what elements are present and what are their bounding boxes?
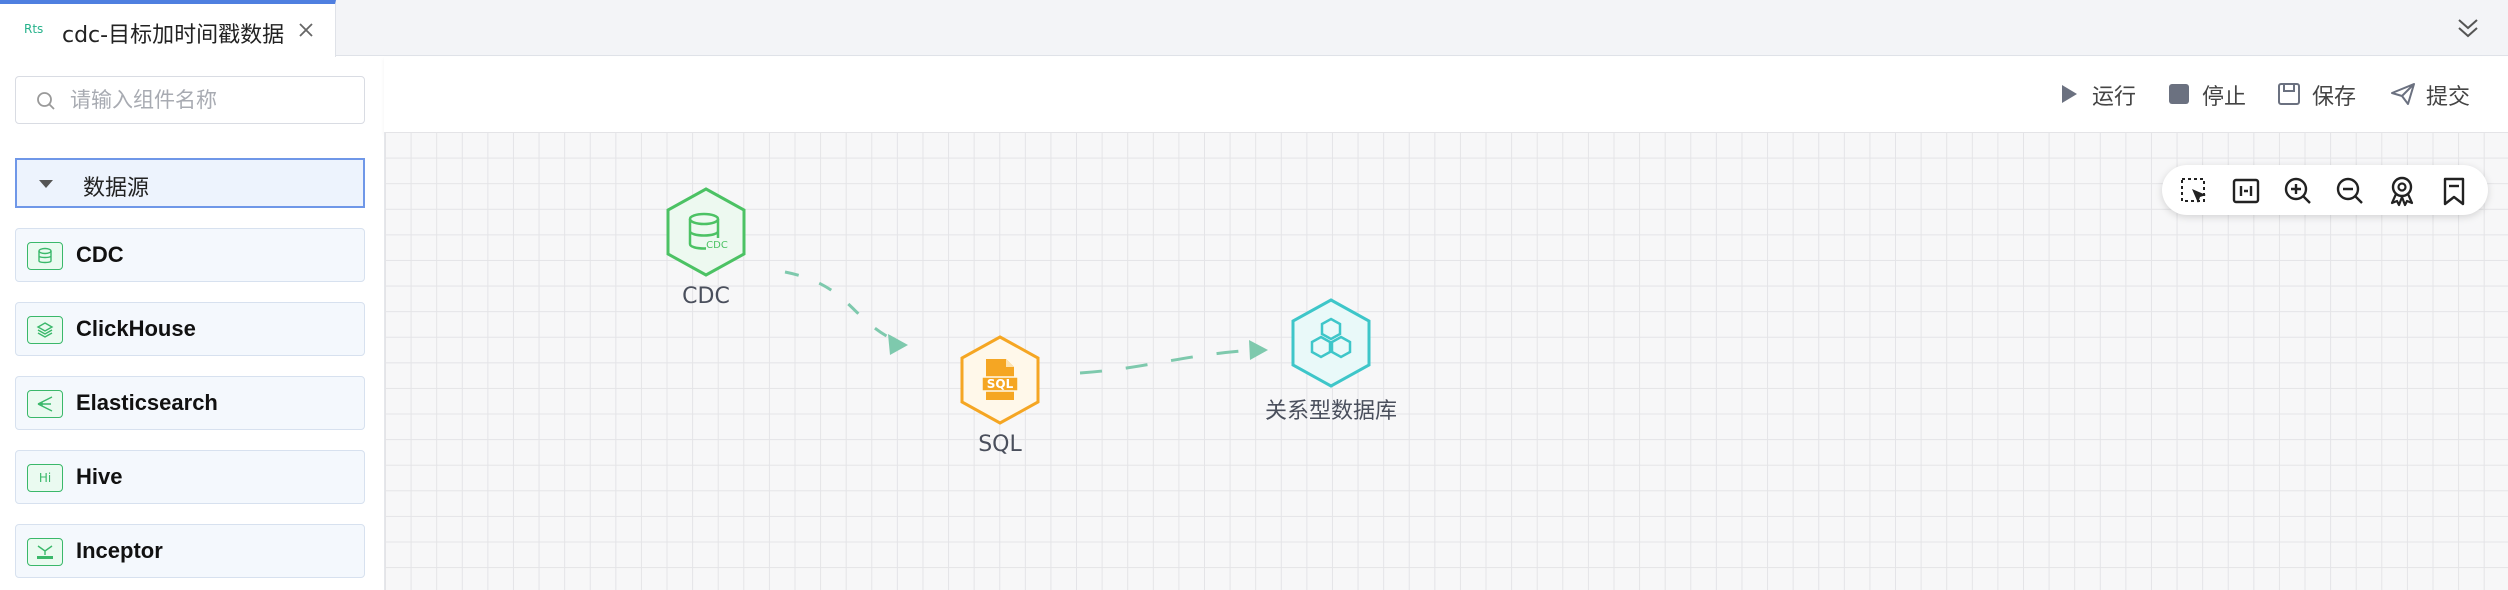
node-label-sql: SQL xyxy=(978,432,1022,457)
tab-title[interactable]: cdc-目标加时间戳数据 xyxy=(62,23,285,48)
save-label: 保存 xyxy=(2312,85,2357,110)
tab-bar: Rts cdc-目标加时间戳数据 xyxy=(0,0,2508,57)
component-label: Elasticsearch xyxy=(76,390,218,415)
stop-icon xyxy=(2169,84,2189,104)
component-item-cdc[interactable]: CDC xyxy=(15,228,365,282)
zoom-in-icon[interactable] xyxy=(2282,175,2314,207)
component-item-hive[interactable]: Hi Hive xyxy=(15,450,365,504)
elasticsearch-icon xyxy=(27,390,63,418)
caret-down-icon xyxy=(39,180,53,188)
component-search[interactable] xyxy=(15,76,365,124)
run-label: 运行 xyxy=(2092,85,2137,110)
inceptor-icon xyxy=(27,538,63,566)
close-icon[interactable] xyxy=(296,20,316,40)
component-label: Hive xyxy=(76,464,123,489)
fit-view-icon[interactable] xyxy=(2230,175,2262,207)
clickhouse-icon xyxy=(27,316,63,344)
cdc-node-icon: CDC xyxy=(666,187,746,277)
database-icon xyxy=(27,242,63,270)
locate-badge-icon[interactable] xyxy=(2386,175,2418,207)
tab-active[interactable]: Rts cdc-目标加时间戳数据 xyxy=(0,0,336,57)
component-sidebar: 数据源 CDC ClickHouse Elasticsearch Hi Hive… xyxy=(0,57,384,590)
send-icon xyxy=(2391,83,2415,105)
play-icon xyxy=(2062,85,2077,103)
svg-text:SQL: SQL xyxy=(987,377,1014,391)
flow-canvas[interactable] xyxy=(384,132,2508,590)
group-header-datasource[interactable]: 数据源 xyxy=(15,158,365,208)
component-item-inceptor[interactable]: Inceptor xyxy=(15,524,365,578)
search-input[interactable] xyxy=(70,77,350,123)
hive-icon: Hi xyxy=(27,464,63,492)
zoom-out-icon[interactable] xyxy=(2334,175,2366,207)
svg-text:CDC: CDC xyxy=(706,240,728,251)
component-label: CDC xyxy=(76,242,124,267)
bookmark-icon[interactable] xyxy=(2438,175,2470,207)
save-icon xyxy=(2278,83,2300,105)
relational-db-node-icon xyxy=(1291,298,1371,388)
stop-label: 停止 xyxy=(2202,85,2247,110)
group-label: 数据源 xyxy=(83,176,150,201)
sql-node-icon: SQL xyxy=(960,335,1040,425)
editor-toolbar: 运行 停止 保存 提交 xyxy=(384,57,2508,133)
box-select-icon[interactable] xyxy=(2178,175,2210,207)
canvas-view-tools xyxy=(2162,165,2488,215)
node-label-relational-db: 关系型数据库 xyxy=(1264,399,1397,424)
search-icon xyxy=(37,92,55,110)
component-item-clickhouse[interactable]: ClickHouse xyxy=(15,302,365,356)
component-label: ClickHouse xyxy=(76,316,196,341)
component-item-elasticsearch[interactable]: Elasticsearch xyxy=(15,376,365,430)
collapse-chevrons-icon[interactable] xyxy=(2454,14,2482,42)
submit-label: 提交 xyxy=(2426,85,2471,110)
tab-type-badge: Rts xyxy=(24,22,44,36)
node-label-cdc: CDC xyxy=(682,284,730,309)
component-label: Inceptor xyxy=(76,538,163,563)
